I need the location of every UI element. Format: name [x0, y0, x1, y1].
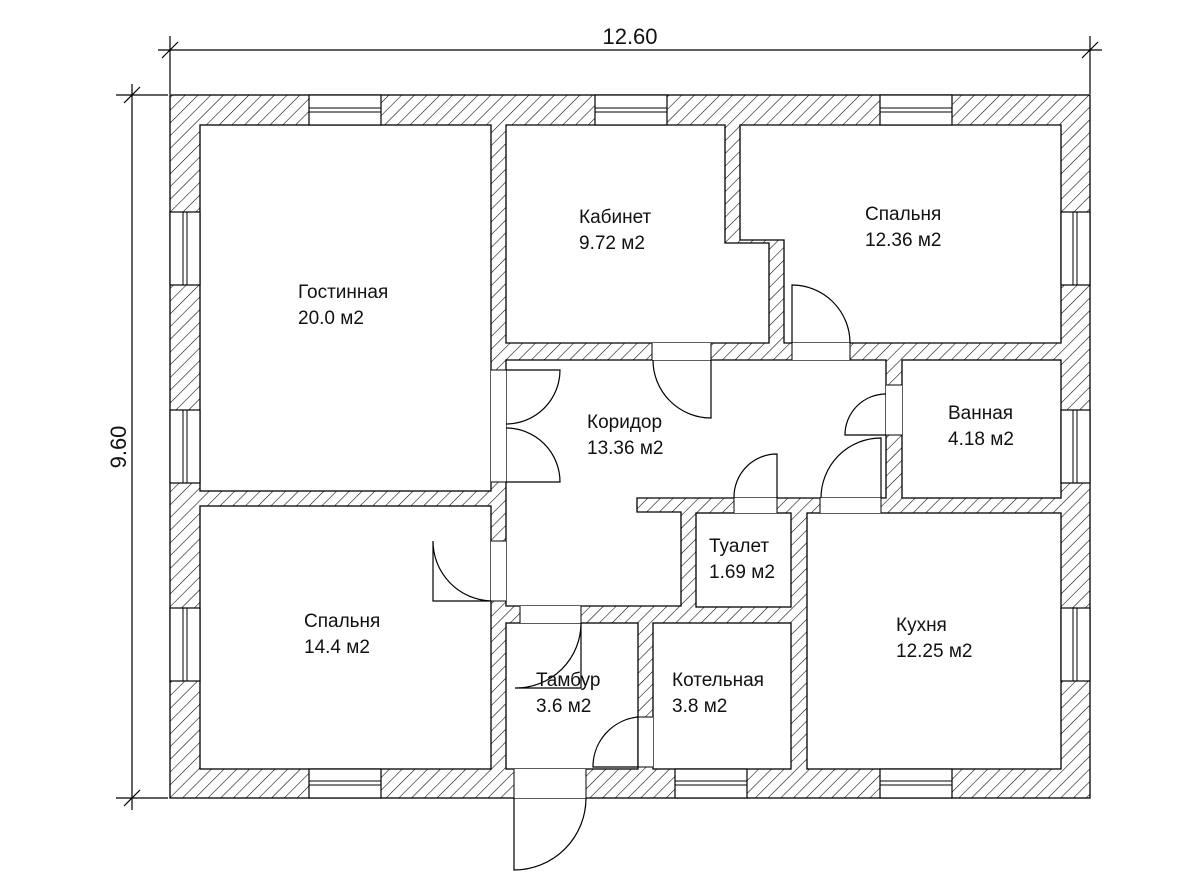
room-toilet-name: Туалет: [709, 536, 769, 557]
room-corridor-area: 13.36 м2: [587, 438, 663, 459]
room-bedroom-2-name: Спальня: [304, 611, 380, 632]
room-living-name: Гостинная: [298, 282, 388, 303]
room-office-name: Кабинет: [579, 207, 652, 228]
room-kitchen-name: Кухня: [896, 615, 947, 636]
door-toilet: [733, 453, 778, 499]
window-top-2: [594, 94, 668, 126]
window-top-3: [879, 94, 953, 126]
dimension-width: 12.60: [158, 24, 1102, 94]
room-toilet-area: 1.69 м2: [709, 562, 775, 583]
dimension-height: 9.60: [106, 84, 168, 810]
window-bottom-2: [674, 768, 748, 799]
room-bathroom-name: Ванная: [948, 403, 1013, 424]
door-bedroom-1: [791, 284, 851, 344]
room-bedroom-2-area: 14.4 м2: [304, 637, 370, 658]
door-bedroom-2: [432, 540, 492, 602]
room-living: [199, 124, 492, 492]
door-corridor-office: [652, 359, 712, 419]
room-labels: Гостинная 20.0 м2 Кабинет 9.72 м2 Спальн…: [298, 204, 1014, 717]
window-left-3: [169, 607, 201, 682]
door-openings: [491, 343, 902, 798]
window-top-1: [308, 94, 382, 126]
window-left-1: [169, 211, 201, 286]
room-vestibule: [505, 622, 639, 770]
room-bathroom: [901, 359, 1062, 499]
door-entrance: [513, 797, 587, 871]
window-bottom-3: [879, 768, 953, 799]
room-living-area: 20.0 м2: [298, 308, 364, 329]
dimension-width-label: 12.60: [602, 24, 657, 49]
window-bottom-1: [308, 768, 382, 799]
room-bathroom-area: 4.18 м2: [948, 429, 1014, 450]
door-vestibule: [514, 622, 582, 689]
room-kitchen: [806, 512, 1062, 770]
door-kitchen: [820, 437, 882, 499]
room-bedroom-1-name: Спальня: [865, 204, 941, 225]
room-vestibule-name: Тамбур: [536, 670, 601, 691]
room-boiler: [652, 622, 792, 770]
room-bedroom-1-area: 12.36 м2: [865, 230, 941, 251]
door-bathroom: [844, 393, 887, 436]
dimension-height-label: 9.60: [106, 426, 131, 469]
door-living-upper: [505, 369, 561, 425]
room-office: [505, 124, 770, 344]
room-kitchen-area: 12.25 м2: [896, 641, 972, 662]
room-bedroom-1: [739, 124, 1062, 344]
room-toilet: [695, 512, 792, 608]
windows: [169, 94, 1091, 799]
room-boiler-name: Котельная: [672, 670, 764, 691]
room-office-area: 9.72 м2: [579, 233, 645, 254]
door-swings: [432, 284, 887, 871]
window-left-2: [169, 409, 201, 484]
room-vestibule-area: 3.6 м2: [536, 696, 591, 717]
window-right-1: [1060, 211, 1091, 286]
door-boiler: [592, 716, 639, 768]
room-boiler-area: 3.8 м2: [672, 696, 727, 717]
door-living-lower: [505, 427, 561, 483]
window-right-2: [1060, 409, 1091, 484]
room-corridor-name: Коридор: [587, 412, 662, 433]
window-right-3: [1060, 607, 1091, 682]
room-bedroom-2: [199, 505, 492, 770]
